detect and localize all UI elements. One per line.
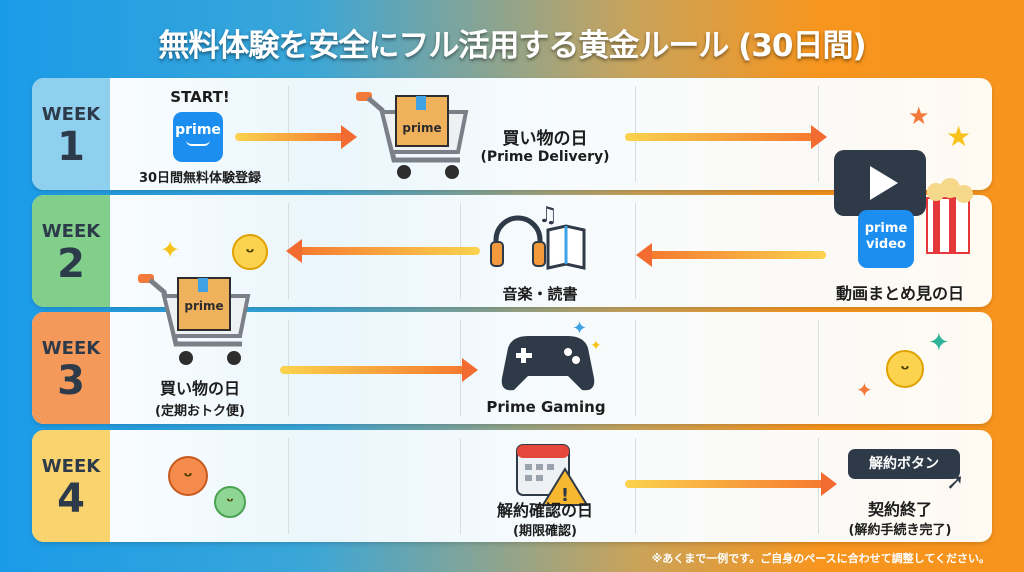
music-reading-label: 音楽・読書 (502, 285, 578, 303)
svg-text:prime: prime (184, 299, 223, 313)
cancel-check-sub: (期限確認) (513, 524, 577, 539)
week-number: 4 (57, 476, 85, 522)
smiley-icon: ᵕ (168, 456, 208, 496)
page-title: 無料体験を安全にフル活用する黄金ルール (30日間) (158, 28, 866, 64)
week-number: 3 (57, 358, 85, 404)
arrow-left (286, 239, 480, 263)
svg-text:prime: prime (402, 121, 441, 135)
week-number: 1 (57, 124, 85, 170)
arrow-left (636, 243, 826, 267)
week-number: 2 (57, 241, 85, 287)
shopping-cart-icon: prime (138, 274, 251, 365)
cancel-button[interactable]: 解約ボタン (848, 449, 960, 479)
shopping-day-sub: (Prime Delivery) (480, 149, 610, 165)
arrow-right (280, 358, 478, 382)
sparkle-icon: ✦ (856, 378, 873, 402)
contract-end-sub: (解約手続き完了) (848, 523, 952, 538)
start-label: 30日間無料体験登録 (138, 171, 262, 186)
smiley-icon: ᵕ (232, 234, 268, 270)
prime-gaming-label: Prime Gaming (486, 398, 606, 416)
star-icon: ★ (946, 120, 972, 153)
sparkle-icon: ✦ (928, 328, 950, 358)
contract-end-label: 契約終了 (867, 500, 933, 519)
smiley-icon: ᵕ (214, 486, 246, 518)
smiley-icon: ᵕ (886, 350, 924, 388)
sparkle-icon: ✦ (160, 236, 181, 264)
music-note-icon: ♫ (538, 203, 558, 228)
week-text: WEEK (41, 338, 101, 359)
shopping-cart-icon: prime (356, 92, 469, 179)
shopping-day-label-2: 買い物の日 (159, 379, 241, 398)
svg-text:!: ! (561, 485, 569, 506)
arrow-right (625, 125, 827, 149)
cursor-icon: ➚ (946, 470, 965, 495)
week-text: WEEK (41, 104, 101, 125)
arrow-right (235, 125, 357, 149)
prime-app-icon: prime (173, 112, 223, 162)
star-icon: ★ (908, 102, 930, 130)
prime-video-line2: video (866, 237, 906, 252)
calendar-warning-icon: ! (516, 444, 589, 506)
gamepad-icon: ✦✦ (501, 318, 602, 391)
footnote: ※あくまで一例です。ご自身のペースに合わせて調整してください。 (651, 552, 990, 565)
cancel-check-label: 解約確認の日 (496, 501, 594, 520)
svg-text:✦: ✦ (572, 318, 587, 339)
headphones-book-icon: ♫ (490, 203, 586, 270)
week-text: WEEK (41, 221, 101, 242)
start-badge: START! (170, 88, 230, 106)
shopping-day-label: 買い物の日 (502, 129, 588, 149)
week-text: WEEK (41, 456, 101, 477)
video-day-label: 動画まとめ見の日 (835, 284, 965, 303)
video-player-icon: prime video (834, 150, 973, 268)
svg-text:✦: ✦ (590, 338, 602, 354)
shopping-day-sub-2: (定期おトク便) (155, 404, 245, 419)
prime-video-line1: prime (865, 221, 908, 236)
arrow-right (625, 472, 837, 496)
prime-icon-text: prime (175, 122, 221, 138)
